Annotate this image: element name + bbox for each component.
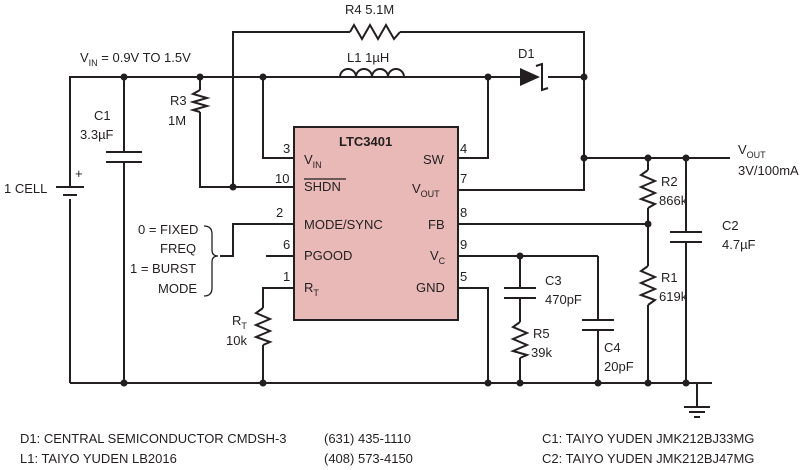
r1-ref: R1 <box>661 270 678 285</box>
r2-value: 866k <box>659 193 688 208</box>
note-d1: D1: CENTRAL SEMICONDUCTOR CMDSH-3 <box>20 431 287 446</box>
wires <box>69 31 730 418</box>
rt-ref: RT <box>232 313 247 331</box>
battery-label: 1 CELL <box>4 181 47 196</box>
c2-value: 4.7µF <box>722 237 756 252</box>
r2-ref: R2 <box>661 174 678 189</box>
c3-ref: C3 <box>545 273 562 288</box>
c2-capacitor-symbol <box>670 231 702 243</box>
pin-number-6: 6 <box>283 237 290 252</box>
ic-pin-mode-label: MODE/SYNC <box>304 217 383 232</box>
c2-ref: C2 <box>722 218 739 233</box>
l1-label: L1 1µH <box>347 50 389 65</box>
r5-resistor-symbol <box>510 321 530 359</box>
r5-ref: R5 <box>533 326 550 341</box>
ic-pin-rt-label: RT <box>304 280 319 298</box>
c4-value: 20pF <box>604 359 634 374</box>
l1-inductor-symbol <box>339 68 405 78</box>
r4-label: R4 5.1M <box>345 2 394 17</box>
pin-number-4: 4 <box>460 141 467 156</box>
r3-resistor-symbol <box>189 89 211 113</box>
rt-value: 10k <box>226 333 247 348</box>
rt-resistor-symbol <box>253 307 273 346</box>
pin-number-9: 9 <box>460 237 467 252</box>
mode-label-1: FREQ <box>160 241 196 256</box>
note-c1: C1: TAIYO YUDEN JMK212BJ33MG <box>542 431 755 446</box>
r5-value: 39k <box>531 345 552 360</box>
d1-label: D1 <box>518 46 535 61</box>
pin-number-5: 5 <box>460 269 467 284</box>
mode-label-2: 1 = BURST <box>130 261 196 276</box>
c3-capacitor-symbol <box>504 287 536 299</box>
r3-value: 1M <box>168 113 186 128</box>
r2-resistor-symbol <box>638 169 658 209</box>
c4-ref: C4 <box>604 340 621 355</box>
pin-number-10: 10 <box>275 171 289 186</box>
ic-name: LTC3401 <box>339 134 392 149</box>
vout-spec: 3V/100mA <box>738 163 799 178</box>
pin-number-2: 2 <box>276 205 283 220</box>
mode-label-0: 0 = FIXED <box>138 222 198 237</box>
vout-label: VOUT <box>738 142 766 160</box>
ic-pin-pgood-label: PGOOD <box>304 248 352 263</box>
ic-pin-vin-label: VIN <box>304 152 322 170</box>
c1-value: 3.3µF <box>80 127 114 142</box>
c1-ref: C1 <box>94 108 111 123</box>
battery-plus-sign: + <box>75 166 83 181</box>
c1-capacitor-symbol <box>106 151 142 163</box>
r3-ref: R3 <box>170 93 187 108</box>
pin-number-8: 8 <box>460 205 467 220</box>
pin-number-7: 7 <box>460 171 467 186</box>
note-d1-phone: (631) 435-1110 <box>324 431 411 446</box>
ic-pin-gnd-label: GND <box>416 280 445 295</box>
note-l1: L1: TAIYO YUDEN LB2016 <box>20 451 177 466</box>
r1-value: 619k <box>659 289 688 304</box>
mode-brace <box>203 225 219 297</box>
ic-pin-vout-label: VOUT <box>412 181 440 199</box>
vin-label: VIN = 0.9V TO 1.5V <box>80 50 191 68</box>
c4-capacitor-symbol <box>582 319 614 331</box>
junction-dots <box>120 73 690 387</box>
ic-pin-shdn-label: SHDN <box>304 179 341 194</box>
ic-body <box>293 126 459 321</box>
mode-label-3: MODE <box>158 281 197 296</box>
note-l1-phone: (408) 573-4150 <box>324 451 413 466</box>
ic-pin-vc-label: VC <box>430 248 446 266</box>
ic-pin-sw-label: SW <box>423 152 445 167</box>
r1-resistor-symbol <box>638 265 658 306</box>
battery-symbol <box>56 186 84 196</box>
pin-number-3: 3 <box>283 141 290 156</box>
ic-pin-fb-label: FB <box>428 217 445 232</box>
c3-value: 470pF <box>545 292 582 307</box>
pin-number-1: 1 <box>283 269 290 284</box>
d1-diode-symbol <box>520 62 549 92</box>
r4-resistor-symbol <box>349 22 401 42</box>
note-c2: C2: TAIYO YUDEN JMK212BJ47MG <box>542 451 755 466</box>
